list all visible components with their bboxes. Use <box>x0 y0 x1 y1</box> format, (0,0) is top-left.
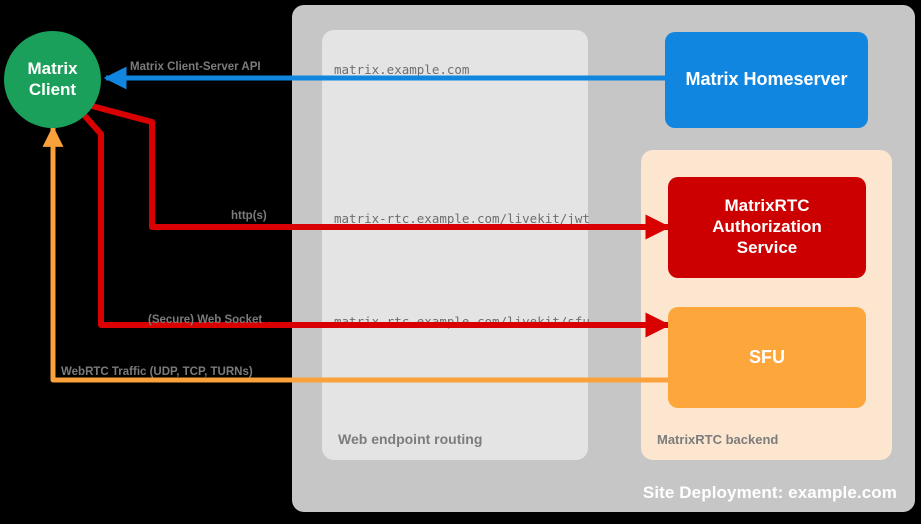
node-matrix-client-label: Matrix Client <box>27 59 78 99</box>
connector-webrtc-traffic <box>42 125 668 383</box>
node-matrixrtc-authorization-service[interactable]: MatrixRTC Authorization Service <box>668 177 866 278</box>
node-matrix-client[interactable]: Matrix Client <box>4 31 101 128</box>
flow-label-webrtc-traffic: WebRTC Traffic (UDP, TCP, TURNs) <box>61 366 253 378</box>
matrixrtc-backend-label: MatrixRTC backend <box>657 432 779 448</box>
endpoint-label-matrix-domain: matrix.example.com <box>334 62 470 77</box>
web-endpoint-routing-container: Web endpoint routing <box>322 30 588 460</box>
endpoint-label-livekit-jwt: matrix-rtc.example.com/livekit/jwt <box>334 211 590 226</box>
flow-label-http-s: http(s) <box>231 210 267 222</box>
flow-label-secure-web-socket: (Secure) Web Socket <box>148 314 263 326</box>
connector-http-s <box>91 103 671 240</box>
web-endpoint-routing-label: Web endpoint routing <box>338 430 483 447</box>
flow-label-matrix-client-server-api: Matrix Client-Server API <box>130 61 261 73</box>
node-sfu[interactable]: SFU <box>668 307 866 408</box>
connector-secure-web-socket <box>81 112 671 338</box>
node-matrixrtc-authorization-service-label: MatrixRTC Authorization Service <box>712 196 822 257</box>
node-sfu-label: SFU <box>749 346 785 367</box>
site-deployment-label: Site Deployment: example.com <box>642 483 897 503</box>
node-matrix-homeserver-label: Matrix Homeserver <box>685 69 848 90</box>
node-matrix-homeserver[interactable]: Matrix Homeserver <box>665 32 868 128</box>
